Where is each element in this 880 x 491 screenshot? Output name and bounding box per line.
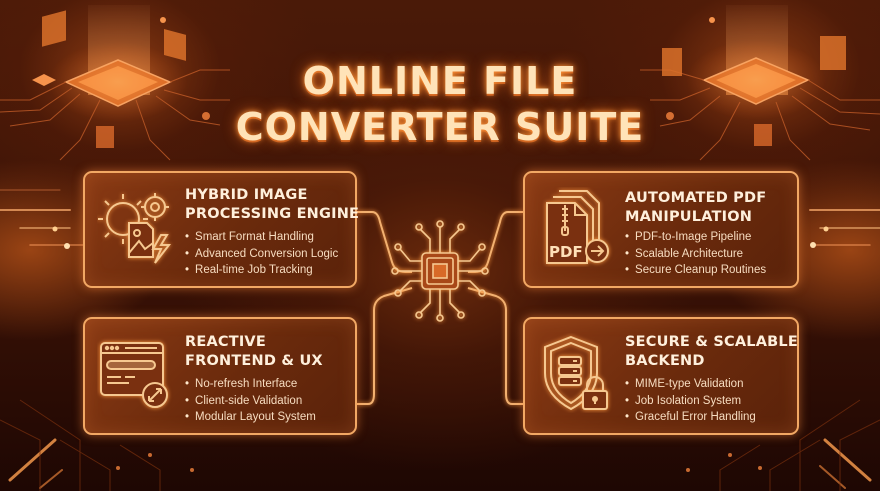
pdf-zip-arrow-icon: PDF (546, 190, 609, 264)
card-heading: REACTIVE FRONTEND & UX (185, 334, 323, 369)
feature-item: Smart Format Handling (185, 229, 338, 246)
feature-item: Client-side Validation (185, 393, 316, 410)
feature-card-frontend-ux: REACTIVE FRONTEND & UX No-refresh Interf… (83, 317, 357, 435)
feature-list: No-refresh Interface Client-side Validat… (185, 376, 316, 426)
feature-card-pdf-manipulation: PDF AUTOMATED PDF MANIPULATION PDF-to-Im… (523, 171, 799, 288)
feature-item: MIME-type Validation (625, 376, 756, 393)
feature-item: Job Isolation System (625, 393, 756, 410)
feature-card-image-processing: HYBRID IMAGE PROCESSING ENGINE Smart For… (83, 171, 359, 288)
card-heading: HYBRID IMAGE PROCESSING ENGINE (185, 187, 360, 222)
browser-window-resize-icon (100, 342, 168, 408)
title-line-2: CONVERTER SUITE (235, 105, 645, 149)
feature-item: Scalable Architecture (625, 246, 766, 263)
feature-list: Smart Format Handling Advanced Conversio… (185, 229, 338, 279)
pdf-label: PDF (549, 243, 583, 261)
feature-item: No-refresh Interface (185, 376, 316, 393)
feature-card-secure-backend: SECURE & SCALABLE BACKEND MIME-type Vali… (523, 317, 799, 435)
feature-list: MIME-type Validation Job Isolation Syste… (625, 376, 756, 426)
feature-item: Graceful Error Handling (625, 409, 756, 426)
feature-item: Real-time Job Tracking (185, 262, 338, 279)
title-line-1: ONLINE FILE (302, 59, 578, 103)
feature-list: PDF-to-Image Pipeline Scalable Architect… (625, 229, 766, 279)
feature-item: PDF-to-Image Pipeline (625, 229, 766, 246)
gears-image-lightning-icon (98, 193, 172, 264)
cpu-chip-icon (391, 220, 489, 322)
card-heading: SECURE & SCALABLE BACKEND (625, 334, 798, 369)
feature-item: Secure Cleanup Routines (625, 262, 766, 279)
shield-server-lock-icon (544, 335, 608, 411)
card-heading: AUTOMATED PDF MANIPULATION (625, 190, 767, 225)
feature-item: Modular Layout System (185, 409, 316, 426)
feature-item: Advanced Conversion Logic (185, 246, 338, 263)
